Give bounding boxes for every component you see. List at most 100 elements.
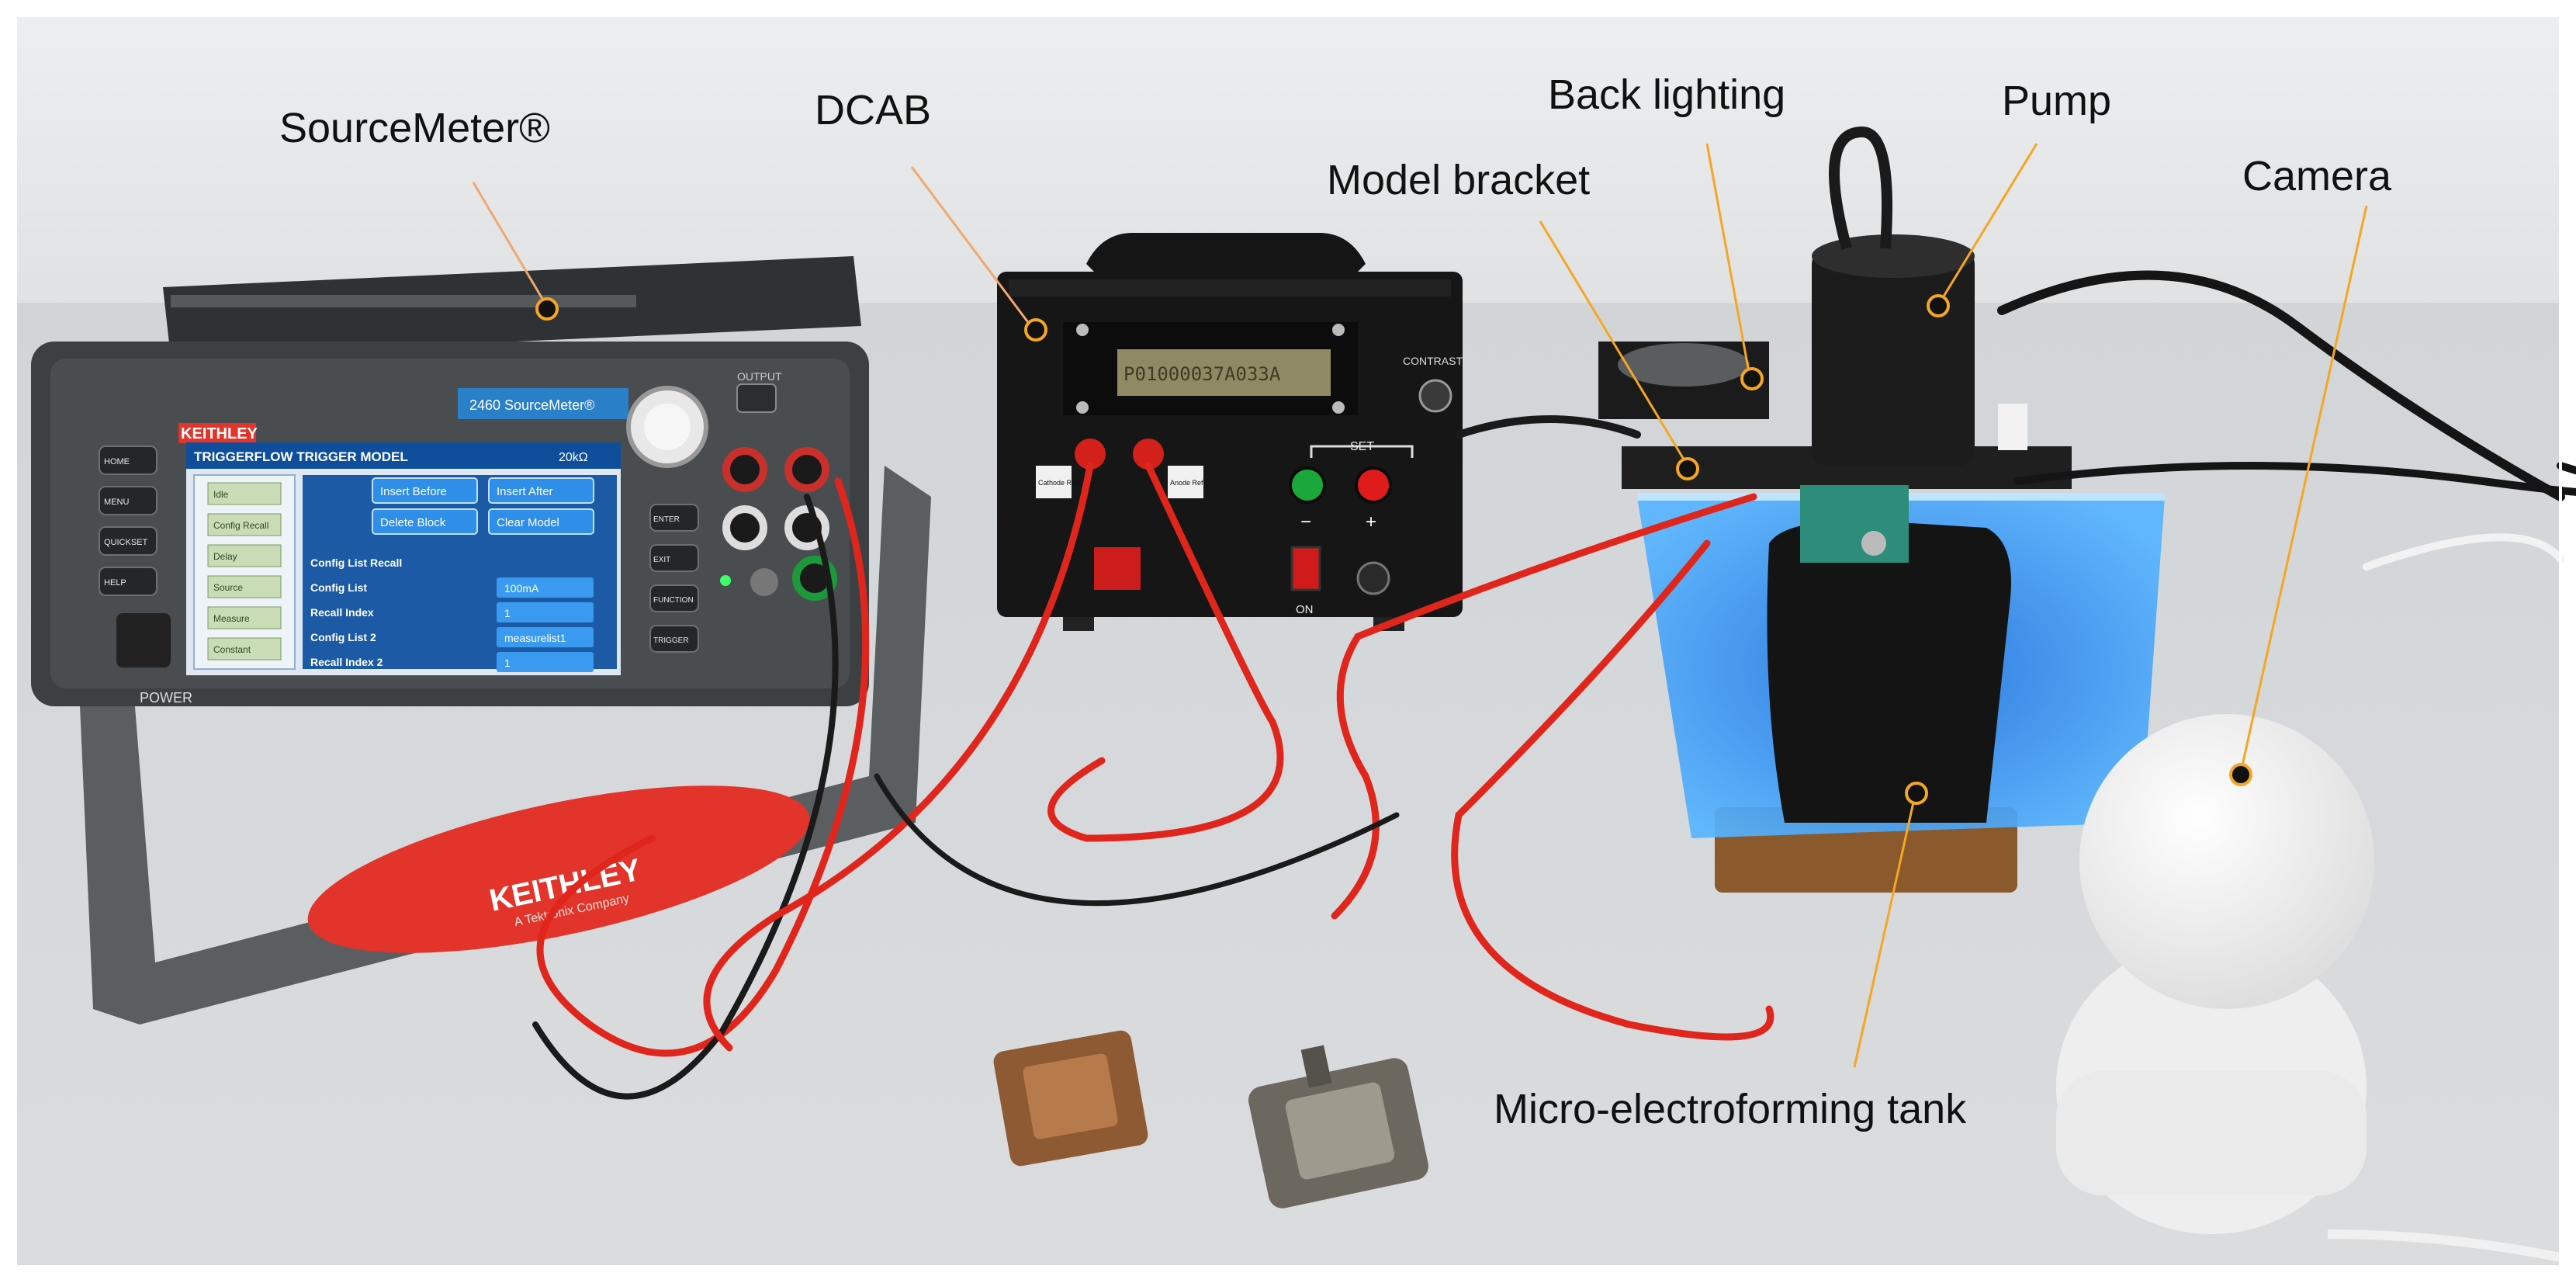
right-button[interactable] [649, 544, 699, 572]
keithley-skid [307, 785, 810, 953]
front-button[interactable] [99, 567, 158, 596]
set-minus-button[interactable] [1289, 466, 1326, 504]
label-camera: Camera [2242, 153, 2392, 199]
power-label: POWER [140, 690, 192, 706]
screen-button-label: Clear Model [497, 516, 559, 529]
screen-button-label: Delete Block [380, 516, 446, 529]
sponge [1767, 520, 2011, 823]
dcab-box: P01000037A033A CONTRAST Cathode Refit An… [997, 233, 1463, 631]
front-button[interactable] [99, 526, 158, 556]
label-sourcemeter: SourceMeter® [279, 105, 550, 151]
touchscreen[interactable]: TRIGGERFLOW TRIGGER MODEL 20kΩ IdleConfi… [186, 442, 621, 675]
front-button[interactable] [99, 486, 158, 515]
setting-value-field[interactable] [497, 652, 594, 672]
right-buttons[interactable]: ENTER EXIT FUNCTION TRIGGER [649, 504, 699, 653]
front-button-label: MENU [104, 498, 129, 507]
label-back-lighting: Back lighting [1548, 71, 1786, 118]
label-tank: Micro-electroforming tank [1494, 1086, 1967, 1132]
setting-label: Config List [310, 581, 367, 594]
screen-button-label: Insert After [497, 485, 553, 498]
label-model-bracket: Model bracket [1327, 157, 1591, 203]
flow-block-label: Config Recall [213, 520, 268, 531]
flow-block [207, 606, 282, 629]
minus-label: − [1300, 511, 1311, 532]
screen-title-bar [186, 442, 621, 469]
setting-label: Config List Recall [310, 557, 402, 569]
plus-label: + [1366, 511, 1376, 532]
terminals[interactable] [722, 447, 837, 601]
sample-copper [993, 1030, 1148, 1167]
right-button[interactable] [649, 625, 699, 653]
callout-leaders [472, 143, 2368, 1068]
camera-device [2056, 714, 2562, 1262]
label-dcab: DCAB [815, 87, 932, 134]
cables [532, 270, 2576, 1100]
front-button-label: HELP [104, 578, 126, 588]
marker-tank [1905, 782, 1928, 805]
screen-button-label: Insert Before [380, 485, 447, 498]
flow-block-label: Idle [213, 489, 229, 500]
setting-value-field[interactable] [497, 627, 594, 647]
screen-button[interactable] [488, 477, 594, 504]
right-button[interactable] [649, 504, 699, 532]
output-button[interactable] [736, 383, 777, 413]
jack-anode[interactable] [1133, 439, 1164, 470]
jack-right-label: Anode Refit [1170, 479, 1207, 487]
setting-value: 1 [504, 607, 511, 619]
jack-left-label: Cathode Refit [1038, 479, 1082, 487]
right-button-label: ENTER [653, 515, 680, 524]
right-button[interactable] [649, 584, 699, 612]
flow-block [207, 544, 282, 567]
label-pump: Pump [2002, 78, 2112, 124]
setting-label: Recall Index 2 [310, 656, 383, 668]
dcab-lcd [1117, 349, 1331, 396]
front-button[interactable] [99, 446, 158, 475]
dcab-lcd-text: P01000037A033A [1124, 363, 1281, 385]
camera-head [2079, 714, 2374, 1009]
setting-value: 1 [504, 657, 511, 669]
screen-button[interactable] [488, 508, 594, 535]
front-button-label: HOME [104, 457, 130, 466]
model-badge [458, 388, 628, 419]
sample-mold [1248, 1045, 1428, 1208]
screen-button[interactable] [372, 508, 478, 535]
output-label: OUTPUT [737, 370, 782, 383]
sourcemeter-instrument: KEITHLEY 2460 SourceMeter® TRIGGERFLOW T… [31, 256, 931, 1025]
status-led [720, 575, 731, 586]
contrast-knob[interactable] [1418, 379, 1452, 413]
right-button-label: FUNCTION [653, 596, 694, 605]
flow-block [207, 482, 282, 505]
setting-value-field[interactable] [497, 577, 594, 598]
usb-port [116, 613, 171, 668]
flow-block-label: Source [213, 582, 243, 593]
right-button-label: TRIGGER [653, 636, 689, 645]
right-button-label: EXIT [653, 556, 670, 564]
marker-dcab [1024, 318, 1047, 342]
pump-body [1812, 248, 1975, 466]
flow-block [207, 513, 282, 536]
marker-pump [1927, 294, 1950, 317]
setting-value: measurelist1 [504, 632, 566, 644]
dcab-connector [1356, 561, 1390, 595]
power-switch[interactable] [1290, 546, 1321, 591]
flow-block-label: Measure [213, 613, 250, 624]
keithley-brand: KEITHLEY [181, 425, 258, 442]
flow-block [207, 637, 282, 661]
jack-cathode[interactable] [1075, 439, 1106, 470]
set-plus-button[interactable] [1355, 466, 1392, 504]
callout-markers [535, 294, 2252, 805]
setting-label: Recall Index [310, 606, 374, 619]
model-badge-text: 2460 SourceMeter® [469, 397, 594, 413]
setting-value-field[interactable] [497, 602, 594, 622]
screen-button[interactable] [372, 477, 478, 504]
on-label: ON [1296, 603, 1314, 616]
flow-block-label: Constant [213, 644, 251, 655]
contrast-label: CONTRAST [1403, 355, 1463, 367]
flow-block-label: Delay [213, 551, 237, 562]
flow-block [207, 575, 282, 598]
